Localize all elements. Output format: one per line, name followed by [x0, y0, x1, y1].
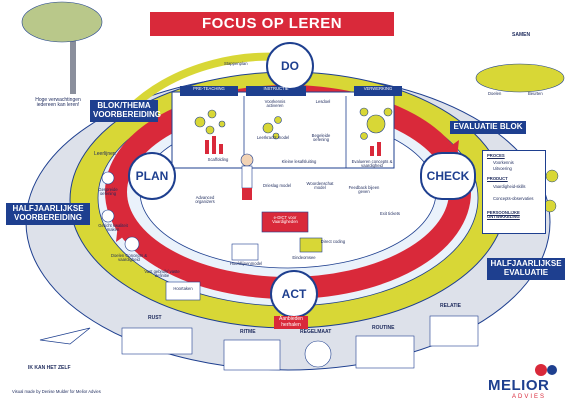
- melior-logo-sub: ADVIES: [512, 394, 547, 400]
- hoge-verwachtingen-note: Hoge verwachtingen iedereen kan leren!: [35, 97, 81, 109]
- check-product-item-1: Vaardigheid-skills: [493, 184, 526, 189]
- hoofdlijnen-sketch: [231, 243, 259, 261]
- rust-label: RUST: [148, 315, 162, 321]
- voorkennis-label: Voorkennis activeren: [264, 99, 286, 109]
- leerkracht-model-label: Leerkracht model: [256, 135, 290, 140]
- check-list-card: PROCES Voorkennis Uitvoering PRODUCT Vaa…: [482, 150, 546, 234]
- tab-verwerking-bg: [354, 86, 402, 96]
- samen-table: [475, 63, 565, 93]
- woordenschat-model-label: Woordenschat model: [306, 181, 334, 191]
- ritme-label: RITME: [240, 329, 256, 335]
- samen-tag-beurten: Beurten: [528, 91, 543, 96]
- plan-item-vast-gebruik: Vast gebruik/ vaste definitie: [144, 269, 180, 279]
- check-persoonlijke-heading: PERSOONLIJKE ONTWIKKELING: [487, 210, 520, 220]
- cycle-arrow-left: [116, 224, 130, 242]
- plan-item-doelen: Doelen Concepts & vaardigheid: [110, 253, 148, 263]
- molecule-doodles: [194, 107, 393, 140]
- plan-bubble: PLAN: [128, 152, 176, 200]
- do-bubble: DO: [266, 42, 314, 90]
- tab-instructie: INSTRUCTIE: [263, 86, 289, 91]
- check-bubble: CHECK: [420, 152, 476, 200]
- plan-item-gespreide-oefening: Gespreide oefening: [98, 187, 118, 197]
- feedback-label: Feedback bijeen geven: [348, 185, 380, 195]
- check-product-item-2: Concepts-observaties: [493, 196, 534, 201]
- hoortaken-sketch: [165, 281, 201, 301]
- halfjaarlijkse-evaluatie-label: HALFJAARLIJKSE EVALUATIE: [487, 258, 565, 280]
- eindeomsee-sketch: [299, 237, 323, 253]
- tab-verwerking: VERWERKING: [363, 86, 393, 91]
- samen-tag-doelen: Doelen: [488, 91, 502, 96]
- samen-label: SAMEN: [512, 32, 531, 38]
- eindeomsee-label: Eindeomsee: [292, 255, 316, 260]
- relatie-label: RELATIE: [440, 303, 462, 309]
- plan-item-gericht-kwaliteit: Gericht kwaliteit maken: [98, 223, 128, 233]
- bottom-scenes: [121, 315, 479, 371]
- glider-illustration: [39, 327, 91, 345]
- edict-label: e-DICT voor Vaardigheden: [272, 215, 298, 225]
- routine-label: ROUTINE: [372, 325, 395, 331]
- act-tag: Aanbieden herhalen: [274, 316, 308, 329]
- exit-tickets-label: Exit tickets: [379, 211, 400, 216]
- melior-logo-name: MELIOR: [488, 377, 550, 394]
- check-proces-item-1: Voorkennis: [493, 160, 514, 165]
- bar-doodles: [205, 136, 381, 156]
- scaffolding-label: Scaffolding: [207, 157, 229, 162]
- evalueren-label: Evalueren concepts & vaardigheid: [351, 159, 393, 169]
- plan-icons: [101, 171, 140, 252]
- check-icons: [543, 169, 559, 213]
- blok-voorbereiding-label: BLOK/THEMA VOORBEREIDING: [90, 100, 161, 122]
- page-title: FOCUS OP LEREN: [150, 12, 394, 36]
- check-proces-heading: PROCES: [487, 153, 505, 158]
- check-proces-item-2: Uitvoering: [493, 166, 512, 171]
- evaluatie-blok-label: EVALUATIE BLOK: [450, 121, 526, 134]
- hoortaken-label: Hoortaken: [173, 286, 193, 291]
- leerlijnen-label: Leerlijnen: [94, 151, 116, 157]
- halfjaarlijkse-voorbereiding-label: HALFJAARLIJKSE VOORBEREIDING: [6, 203, 90, 225]
- ik-kan-het-zelf-note: IK KAN HET ZELF: [28, 365, 71, 371]
- melior-logo-icon: [535, 364, 557, 376]
- drieslag-model-label: Drieslag model: [263, 183, 291, 188]
- begeleide-oefening-label: Begeleide oefening: [311, 133, 331, 143]
- tab-instructie-bg: [246, 86, 306, 96]
- tree-illustration: [21, 1, 103, 94]
- tab-pre-teaching-bg: [180, 86, 238, 96]
- stappenplan-label: Stappenplan: [224, 61, 248, 66]
- credit-line: Visual made by Denise Mulder for Melior …: [12, 389, 101, 394]
- advanced-organizers-label: Advanced organizers: [195, 195, 215, 205]
- edict-board: [261, 211, 309, 233]
- regelmaat-label: REGELMAAT: [300, 329, 332, 335]
- kleine-lesafsluiting-label: Kleine lesafsluiting: [281, 159, 317, 164]
- tab-pre-teaching: PRE-TEACHING: [193, 86, 225, 91]
- check-product-heading: PRODUCT: [487, 176, 508, 181]
- teacher-figure: [240, 153, 254, 200]
- directe-coding-label: Direct coding: [320, 239, 346, 244]
- act-bubble: ACT: [270, 270, 318, 318]
- lesdoel-label: Lesdoel: [315, 99, 331, 104]
- hoofdlijnenmodel-label: Hoofdlijnenmodel: [229, 261, 263, 266]
